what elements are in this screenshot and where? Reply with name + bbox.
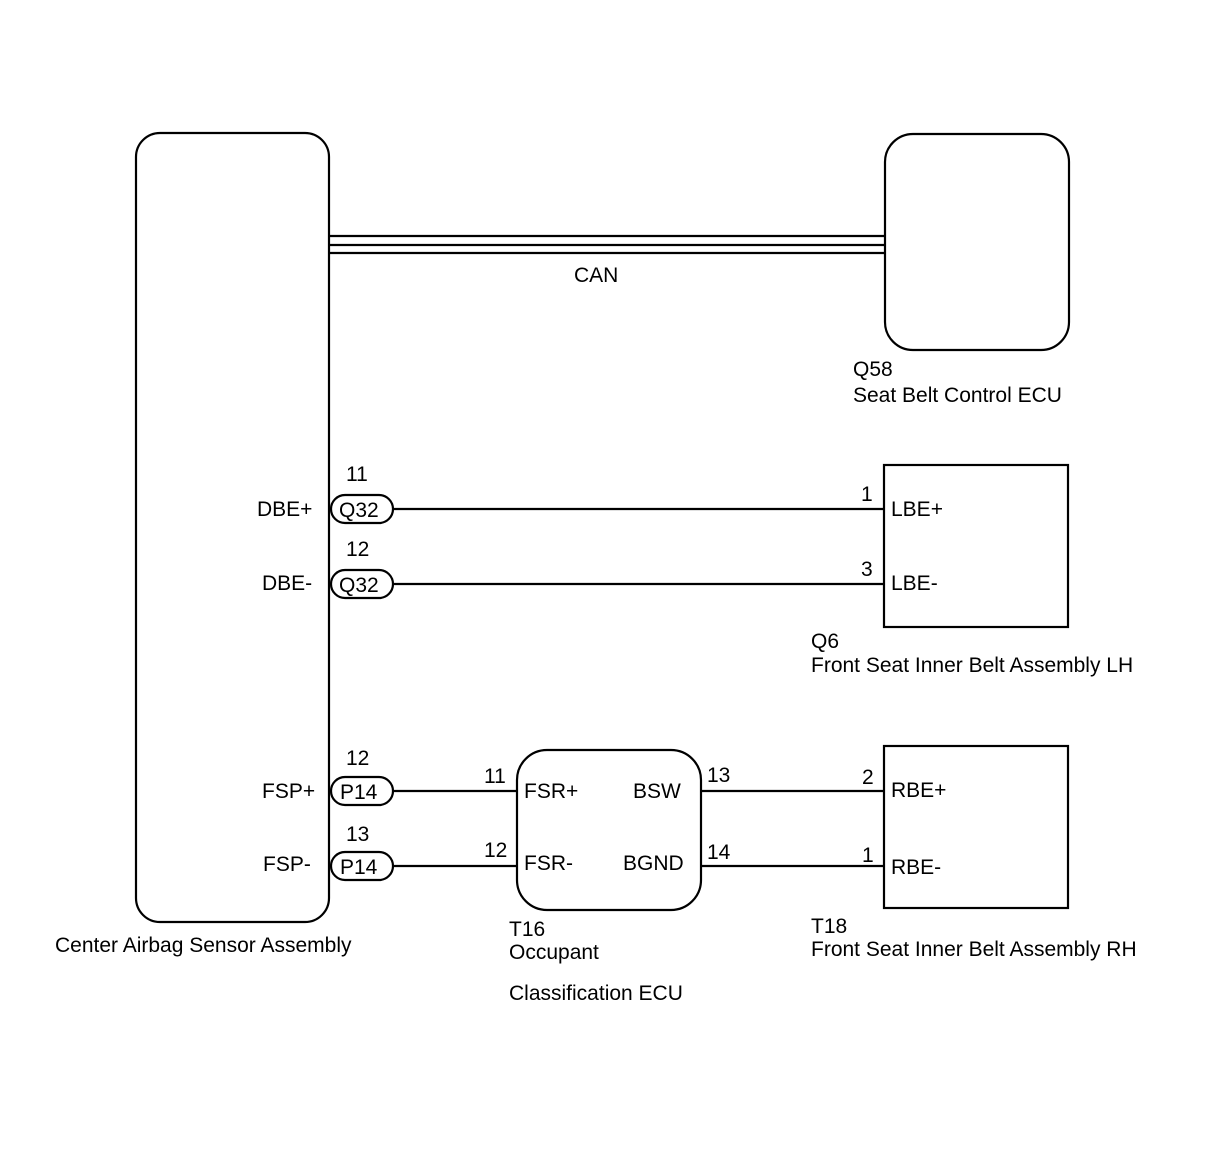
- dbe-plus-pin-number: 11: [346, 463, 368, 486]
- occupant-ecu-code: T16: [509, 918, 545, 941]
- rbe-plus-pin-number: 2: [862, 766, 874, 789]
- fsp-minus-connector-label: P14: [340, 856, 378, 879]
- fsr-plus-pin-number: 11: [484, 765, 506, 788]
- dbe-minus-connector-label: Q32: [339, 574, 379, 597]
- occupant-classification-ecu-box: [515, 748, 703, 912]
- center-airbag-sensor-label: Center Airbag Sensor Assembly: [55, 934, 352, 957]
- fsr-minus-pin-number: 12: [484, 839, 507, 862]
- fsr-plus-pin-label: FSR+: [524, 780, 578, 803]
- lbe-plus-pin-number: 1: [861, 483, 873, 506]
- inner-belt-rh-box: [882, 744, 1070, 910]
- bsw-pin-label: BSW: [633, 780, 681, 803]
- dbe-minus-pin-number: 12: [346, 538, 369, 561]
- dbe-plus-label: DBE+: [257, 498, 312, 521]
- fsr-minus-pin-label: FSR-: [524, 852, 573, 875]
- fsp-minus-label: FSP-: [263, 853, 311, 876]
- bgnd-pin-label: BGND: [623, 852, 684, 875]
- lbe-minus-pin-number: 3: [861, 558, 873, 581]
- fsp-minus-pin-number: 13: [346, 823, 369, 846]
- can-label: CAN: [574, 264, 618, 287]
- rbe-minus-pin-label: RBE-: [891, 856, 941, 879]
- fsp-plus-label: FSP+: [262, 780, 315, 803]
- inner-belt-lh-code: Q6: [811, 630, 839, 653]
- bsw-pin-number: 13: [707, 764, 730, 787]
- inner-belt-rh-name: Front Seat Inner Belt Assembly RH: [811, 938, 1137, 961]
- lbe-plus-pin-label: LBE+: [891, 498, 943, 521]
- seat-belt-ecu-code: Q58: [853, 358, 893, 381]
- seat-belt-control-ecu-box: [883, 132, 1071, 352]
- occupant-ecu-name-line2: Classification ECU: [509, 982, 683, 1005]
- rbe-plus-pin-label: RBE+: [891, 779, 946, 802]
- dbe-plus-connector-label: Q32: [339, 499, 379, 522]
- inner-belt-lh-box: [882, 463, 1070, 629]
- occupant-ecu-name-line1: Occupant: [509, 941, 599, 964]
- inner-belt-lh-name: Front Seat Inner Belt Assembly LH: [811, 654, 1133, 677]
- bgnd-pin-number: 14: [707, 841, 731, 864]
- inner-belt-rh-code: T18: [811, 915, 847, 938]
- center-airbag-sensor-box: [134, 131, 331, 924]
- lbe-minus-pin-label: LBE-: [891, 572, 938, 595]
- fsp-plus-connector-label: P14: [340, 781, 378, 804]
- seat-belt-ecu-name: Seat Belt Control ECU: [853, 384, 1062, 407]
- rbe-minus-pin-number: 1: [862, 844, 874, 867]
- dbe-minus-label: DBE-: [262, 572, 312, 595]
- fsp-plus-pin-number: 12: [346, 747, 369, 770]
